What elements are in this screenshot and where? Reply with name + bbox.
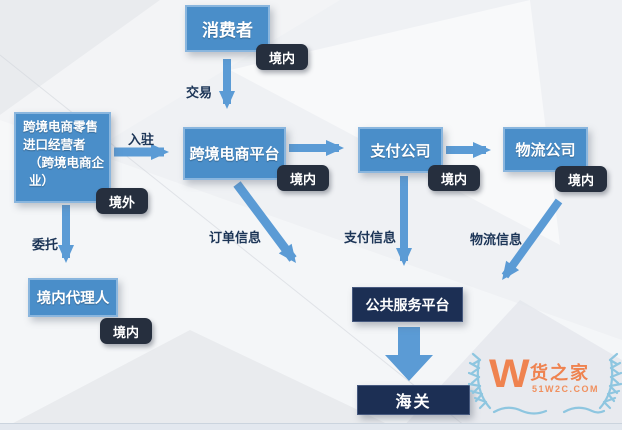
node-agent: 境内代理人 <box>28 278 118 317</box>
node-logistics-label: 物流公司 <box>515 142 576 159</box>
node-consumer: 消费者 <box>185 5 270 52</box>
node-customs-label: 海关 <box>395 394 432 411</box>
badge-platform-domestic: 境内 <box>277 165 329 191</box>
node-customs: 海关 <box>357 385 470 415</box>
node-consumer-label: 消费者 <box>202 21 253 40</box>
edge-label-order-info: 订单信息 <box>209 230 262 245</box>
watermark-logo: W 货之家 51W2C.COM <box>467 346 622 428</box>
node-platform: 跨境电商平台 <box>183 127 286 180</box>
node-payment: 支付公司 <box>358 127 443 173</box>
arrow-psp-customs <box>385 327 433 381</box>
laurel-wreath-icon <box>467 352 622 415</box>
node-logistics: 物流公司 <box>503 127 588 172</box>
watermark-site: 51W2C.COM <box>532 384 600 394</box>
edge-label-entrust: 委托 <box>32 237 59 252</box>
arrow-platform-psp <box>233 181 297 264</box>
node-psp-label: 公共服务平台 <box>365 296 450 313</box>
node-payment-label: 支付公司 <box>370 142 431 160</box>
node-public-service-platform: 公共服务平台 <box>352 287 463 322</box>
edge-label-settle-in: 入驻 <box>128 132 155 147</box>
watermark-letter: W <box>489 351 530 397</box>
badge-agent-domestic: 境内 <box>100 318 152 344</box>
node-operator-sublabel: （跨境电商企业） <box>29 156 105 189</box>
badge-payment-domestic: 境内 <box>428 165 480 191</box>
edge-label-logistics-info: 物流信息 <box>470 232 523 247</box>
node-platform-label: 跨境电商平台 <box>189 146 280 163</box>
bottom-border-strip <box>0 423 622 430</box>
node-operator: 跨境电商零售进口经营者 （跨境电商企业） <box>14 112 111 203</box>
edge-label-payment-info: 支付信息 <box>344 230 397 245</box>
badge-operator-overseas: 境外 <box>96 188 148 214</box>
badge-consumer-domestic: 境内 <box>256 44 308 70</box>
node-agent-label: 境内代理人 <box>36 291 110 307</box>
edge-label-trade: 交易 <box>186 85 213 100</box>
node-operator-label: 跨境电商零售进口经营者 <box>23 120 99 153</box>
watermark-brand: 货之家 <box>530 363 590 383</box>
badge-logistics-domestic: 境内 <box>555 166 607 192</box>
